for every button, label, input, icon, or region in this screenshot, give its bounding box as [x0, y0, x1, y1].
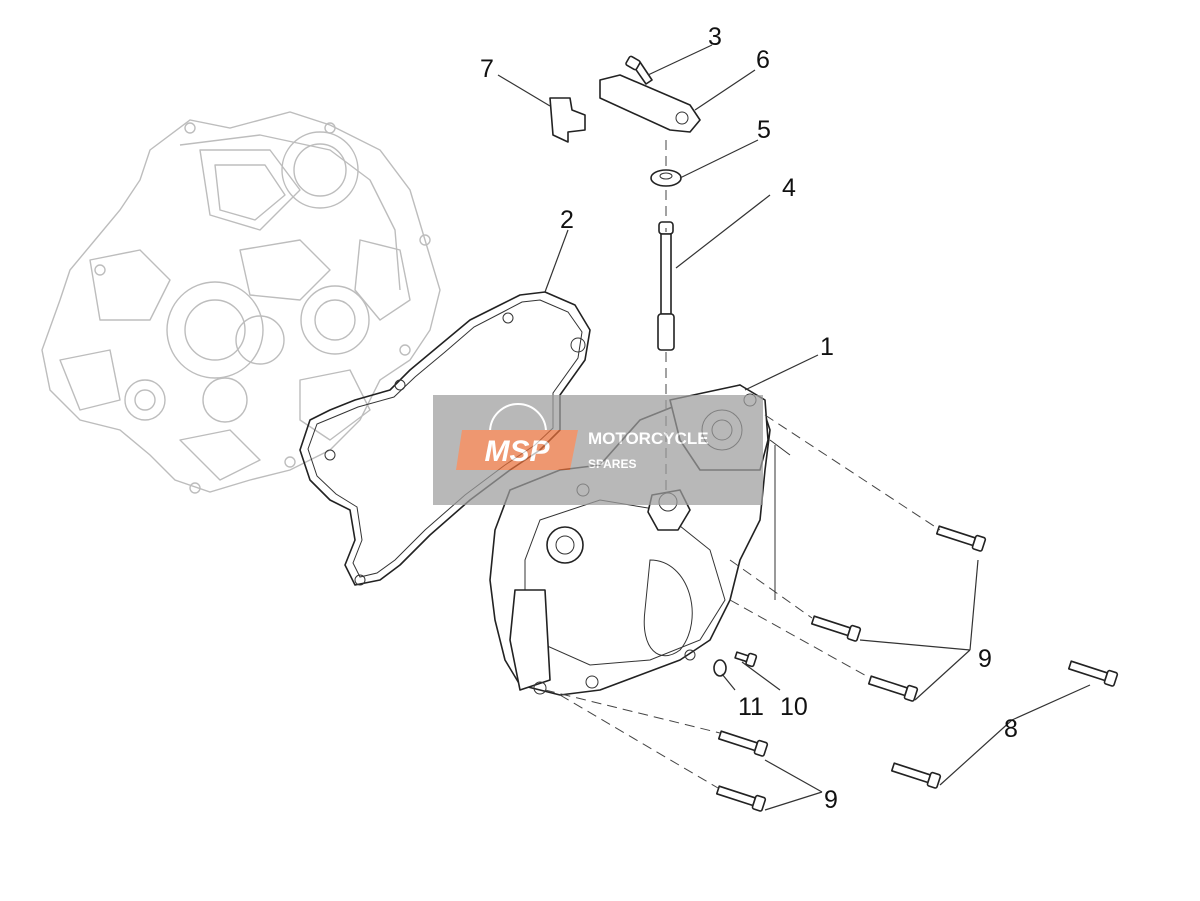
bracket-drawing	[549, 97, 586, 143]
lever-drawing	[599, 74, 701, 133]
callout-8: 8	[1004, 715, 1018, 743]
callout-labels: 1 2 3 4 5 6 7 8 9 9 10 11	[480, 23, 1018, 814]
callout-3: 3	[708, 23, 722, 51]
callout-9-bottom: 9	[824, 786, 838, 814]
watermark-badge: MSP	[484, 435, 550, 468]
leader-lines	[497, 44, 1091, 811]
bolts-drawing	[713, 525, 1119, 812]
callout-9-right: 9	[978, 645, 992, 673]
watermark: MSP MOTORCYCLE SPARES	[433, 395, 763, 505]
callout-5: 5	[757, 116, 771, 144]
watermark-text: MOTORCYCLE	[588, 429, 709, 448]
shaft-drawing	[657, 221, 675, 351]
callout-4: 4	[782, 174, 796, 202]
watermark-subtext: SPARES	[588, 457, 636, 471]
alignment-lines	[544, 140, 941, 789]
washer-drawing	[650, 169, 682, 187]
callout-11: 11	[738, 693, 764, 721]
callout-7: 7	[480, 55, 494, 83]
crankcase-drawing	[41, 111, 441, 494]
screw-3-drawing	[625, 55, 653, 85]
callout-6: 6	[756, 46, 770, 74]
callout-2: 2	[560, 206, 574, 234]
callout-1: 1	[820, 333, 834, 361]
callout-10: 10	[780, 693, 808, 721]
